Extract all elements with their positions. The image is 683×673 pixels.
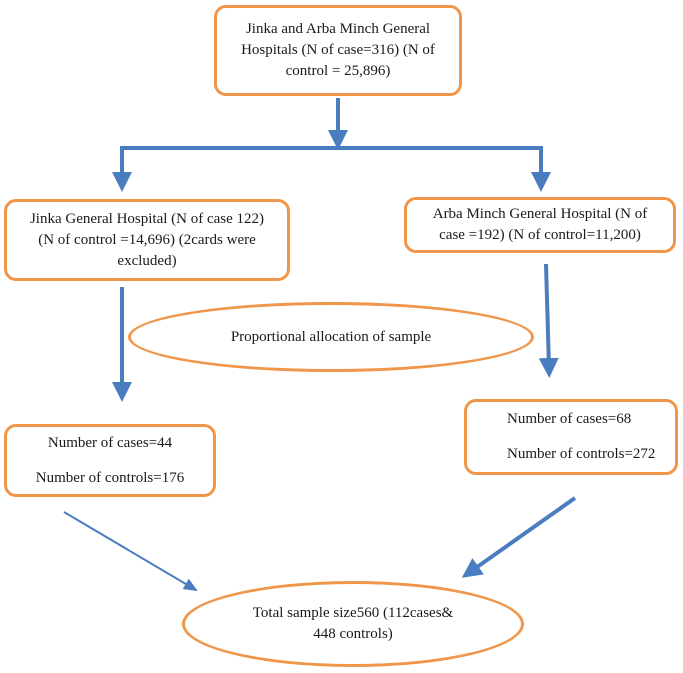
proportional-allocation-ellipse: Proportional allocation of sample: [128, 302, 534, 372]
jinka-box-line-2: (N of control =14,696) (2cards were: [38, 231, 256, 248]
top-box-line-3: control = 25,896): [285, 63, 391, 79]
arba-controls-count: Number of controls=272: [507, 446, 656, 462]
arba-cases-count: Number of cases=68: [507, 411, 632, 427]
arba-box-line-1: Arba Minch General Hospital (N of: [432, 206, 648, 222]
jinka-cases-count: Number of cases=44: [47, 434, 173, 451]
top-box-line-2: Hospitals (N of case=316) (N of: [241, 42, 435, 58]
arrow-arba-counts-to-total: [461, 496, 577, 578]
arba-counts-box: Number of cases=68 Number of controls=27…: [464, 399, 678, 475]
jinka-box-line-1: Jinka General Hospital (N of case 122): [29, 210, 265, 227]
arrow-jinka-counts-to-total: [63, 511, 198, 592]
arrow-arba-to-counts: [538, 263, 559, 378]
arba-box-line-2: case =192) (N of control=11,200): [439, 227, 641, 243]
total-sample-ellipse: Total sample size560 (112cases& 448 cont…: [182, 581, 524, 667]
top-hospitals-box: Jinka and Arba Minch General Hospitals (…: [214, 5, 462, 96]
jinka-counts-box: Number of cases=44 Number of controls=17…: [4, 424, 216, 497]
total-line-1: Total sample size560 (112cases&: [252, 605, 454, 621]
top-box-line-1: Jinka and Arba Minch General: [245, 21, 431, 37]
total-line-2: 448 controls): [313, 626, 393, 642]
arba-minch-hospital-box: Arba Minch General Hospital (N of case =…: [404, 197, 676, 253]
split-connector: [120, 146, 543, 182]
jinka-box-line-3: excluded): [117, 252, 177, 269]
jinka-hospital-box: Jinka General Hospital (N of case 122) (…: [4, 199, 290, 281]
jinka-controls-count: Number of controls=176: [35, 469, 185, 486]
allocation-label: Proportional allocation of sample: [230, 328, 432, 345]
